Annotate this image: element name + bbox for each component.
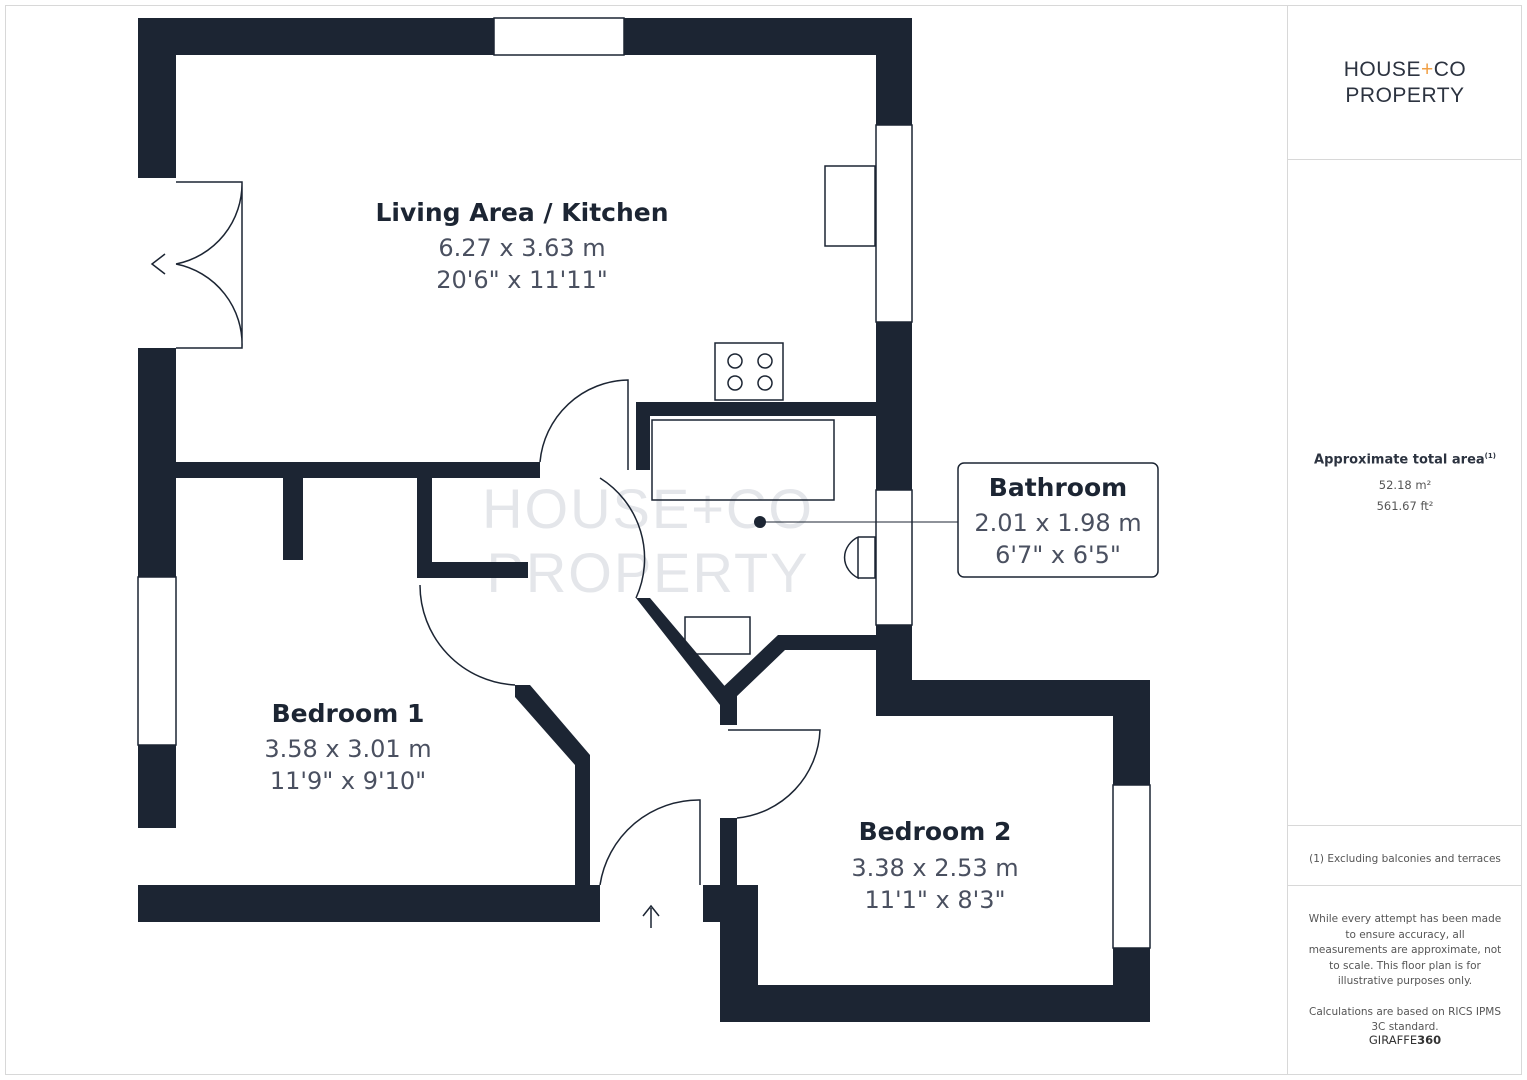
room-label-living: Living Area / Kitchen 6.27 x 3.63 m 20'6… [375, 198, 668, 294]
svg-text:Bedroom 1: Bedroom 1 [272, 699, 425, 728]
svg-text:6.27 x 3.63 m: 6.27 x 3.63 m [438, 234, 605, 262]
svg-text:3.38 x 2.53 m: 3.38 x 2.53 m [851, 854, 1018, 882]
room-label-bedroom-2: Bedroom 2 3.38 x 2.53 m 11'1" x 8'3" [851, 817, 1018, 914]
watermark-line2: PROPERTY [486, 541, 809, 604]
svg-text:11'1" x 8'3": 11'1" x 8'3" [864, 886, 1005, 914]
brand-logo: HOUSE+CO PROPERTY [1343, 58, 1467, 107]
walls [138, 18, 1150, 1022]
divider [1288, 825, 1522, 826]
area-metric: 52.18 m² [1378, 478, 1432, 492]
page-frame [5, 5, 1522, 1075]
svg-text:20'6" x 11'11": 20'6" x 11'11" [436, 266, 608, 294]
windows-and-doors [137, 17, 1151, 949]
area-title: Approximate total area(1) [1314, 452, 1496, 468]
room-label-bathroom: Bathroom 2.01 x 1.98 m 6'7" x 6'5" [957, 462, 1159, 578]
divider [1288, 159, 1522, 160]
svg-text:11'9" x 9'10": 11'9" x 9'10" [270, 767, 426, 795]
divider [1288, 885, 1522, 886]
svg-text:3.58 x 3.01 m: 3.58 x 3.01 m [264, 735, 431, 763]
svg-text:Living Area / Kitchen: Living Area / Kitchen [375, 198, 668, 227]
area-imperial: 561.67 ft² [1376, 499, 1434, 513]
maker-logo: GIRAFFE360 [1368, 1033, 1442, 1047]
svg-text:Bedroom 2: Bedroom 2 [859, 817, 1012, 846]
floor-plan: HOUSE+CO PROPERTY [137, 17, 1159, 1022]
watermark-line1: HOUSE+CO [482, 477, 814, 540]
footnote: (1) Excluding balconies and terraces [1309, 853, 1501, 865]
svg-text:6'7" x 6'5": 6'7" x 6'5" [995, 541, 1121, 569]
disclaimer: While every attempt has been made to ens… [1308, 913, 1502, 1033]
svg-text:Bathroom: Bathroom [989, 473, 1127, 502]
svg-text:2.01 x 1.98 m: 2.01 x 1.98 m [974, 509, 1141, 537]
info-panel: HOUSE+CO PROPERTY Approximate total area… [1287, 5, 1522, 1075]
room-label-bedroom-1: Bedroom 1 3.58 x 3.01 m 11'9" x 9'10" [264, 699, 431, 795]
